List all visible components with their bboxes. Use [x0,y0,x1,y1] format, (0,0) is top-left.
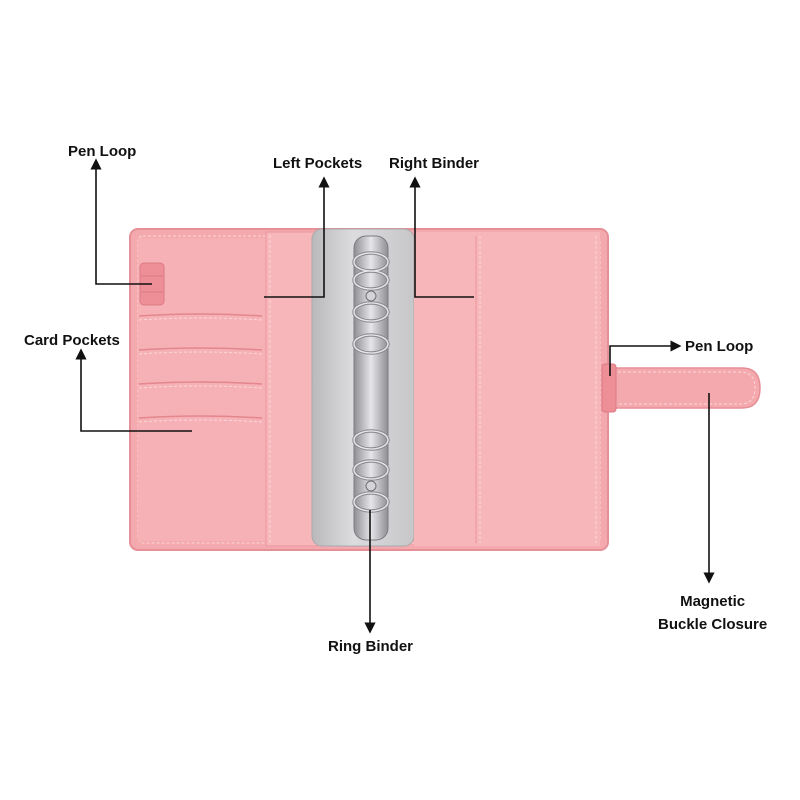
label-right-binder: Right Binder [389,155,479,172]
pointer-right-binder [409,176,474,298]
pointer-pen-loop-right [609,340,682,376]
label-card-pockets: Card Pockets [24,332,120,349]
label-magnetic-line1: Magnetic [680,593,746,610]
label-magnetic-buckle-closure: Magnetic Buckle Closure [658,590,767,636]
binder-wallet [129,228,761,551]
left-inner-pocket [265,231,319,547]
pen-loop-right-strap [601,363,617,413]
pointer-left-pockets [264,176,330,298]
label-left-pockets: Left Pockets [273,155,363,172]
label-magnetic-line2: Buckle Closure [658,616,768,633]
label-pen-loop-left: Pen Loop [68,143,137,160]
ring-mechanism [352,235,390,541]
magnetic-buckle-tab [603,367,761,409]
pointer-card-pockets [75,348,192,432]
right-panel [414,232,600,546]
callout-pointers [75,158,715,634]
pointer-pen-loop-left [90,158,152,285]
label-pen-loop-right: Pen Loop [685,338,754,355]
label-ring-binder: Ring Binder [328,638,413,655]
card-pockets [138,313,263,423]
